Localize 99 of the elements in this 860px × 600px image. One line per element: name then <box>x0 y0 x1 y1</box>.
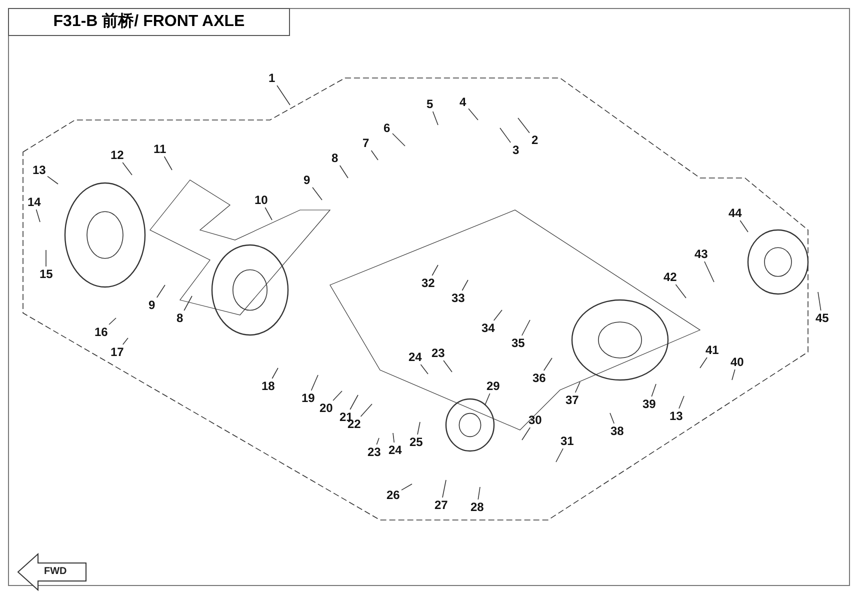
callout-number: 11 <box>152 142 168 156</box>
diagram-title: F31-B 前桥/ FRONT AXLE <box>8 8 290 36</box>
callout-number: 4 <box>458 96 468 108</box>
callout-number: 3 <box>512 144 520 156</box>
callout-number: 8 <box>330 152 340 164</box>
leader-line <box>276 85 290 106</box>
leader-line <box>675 284 686 298</box>
leader-line <box>818 292 822 311</box>
callout-number: 23 <box>366 446 382 458</box>
leader-line <box>339 165 348 178</box>
leader-line <box>156 284 166 298</box>
leader-line <box>522 427 531 440</box>
callout-number: 20 <box>318 402 334 414</box>
leader-line <box>442 480 446 498</box>
callout-number: 42 <box>662 270 678 284</box>
callout-number: 36 <box>532 372 547 384</box>
callout-number: 34 <box>480 322 496 334</box>
callout-number: 37 <box>564 394 580 406</box>
leader-line <box>556 448 564 462</box>
callout-number: 31 <box>560 434 575 448</box>
callout-number: 14 <box>26 196 42 208</box>
callout-number: 41 <box>704 344 720 356</box>
leader-line <box>108 318 116 325</box>
leader-line <box>376 438 380 445</box>
callout-number: 30 <box>528 414 543 426</box>
leader-line <box>432 111 438 126</box>
leader-line <box>678 396 684 409</box>
callout-number: 24 <box>388 444 403 456</box>
leader-line <box>468 108 478 120</box>
leader-line <box>478 486 480 500</box>
callout-number: 12 <box>110 148 125 162</box>
callout-number: 45 <box>814 312 830 324</box>
leader-line <box>420 364 428 374</box>
callout-number: 38 <box>610 424 625 438</box>
callout-number: 7 <box>362 136 370 150</box>
leader-line <box>392 432 395 443</box>
leader-line <box>432 264 438 276</box>
leader-line <box>522 320 530 336</box>
leader-line <box>500 128 511 143</box>
callout-number: 5 <box>426 98 434 110</box>
leader-line <box>543 358 552 371</box>
leader-line <box>732 369 736 380</box>
leader-line <box>122 162 132 176</box>
leader-line <box>370 150 378 160</box>
callout-number: 9 <box>148 298 156 312</box>
leader-line <box>264 207 272 220</box>
callout-number: 2 <box>530 134 540 146</box>
leader-line <box>740 220 748 232</box>
callout-number: 33 <box>450 292 466 304</box>
leader-line <box>164 156 172 170</box>
callout-number: 40 <box>730 356 745 368</box>
callout-number: 13 <box>668 410 684 422</box>
leader-line <box>310 374 318 391</box>
leader-line <box>417 422 420 435</box>
leader-line <box>122 338 128 345</box>
callout-number: 39 <box>642 398 657 410</box>
callout-number: 13 <box>32 164 47 176</box>
leader-line <box>518 118 530 134</box>
direction-label: FWD <box>44 566 67 577</box>
callout-number: 25 <box>408 436 424 448</box>
leader-line <box>700 357 708 368</box>
leader-line <box>401 484 412 490</box>
leader-line <box>443 360 452 372</box>
callout-number: 17 <box>110 346 125 358</box>
leader-line <box>484 393 490 406</box>
callout-number: 19 <box>300 392 316 404</box>
leader-line <box>312 186 322 200</box>
callout-number: 23 <box>430 346 446 360</box>
callout-number: 1 <box>268 72 276 84</box>
callout-number: 10 <box>254 194 269 206</box>
callout-number: 18 <box>260 380 276 392</box>
leader-line <box>462 280 468 291</box>
leader-line <box>36 209 40 222</box>
callout-number: 15 <box>38 268 54 280</box>
leader-line <box>332 390 342 401</box>
leader-line <box>704 261 714 282</box>
leader-line <box>47 176 58 184</box>
callout-number: 24 <box>408 350 423 364</box>
callout-number: 6 <box>382 122 392 134</box>
leader-line <box>651 384 656 397</box>
callout-number: 26 <box>386 488 401 502</box>
leader-line <box>184 296 192 311</box>
callout-number: 44 <box>728 206 743 220</box>
callout-number: 16 <box>94 326 109 338</box>
leader-line <box>360 404 372 417</box>
callout-number: 9 <box>302 174 312 186</box>
leader-line <box>574 382 580 393</box>
callout-number: 32 <box>420 276 436 290</box>
callout-number: 8 <box>176 312 184 324</box>
leader-line <box>493 310 502 321</box>
callout-number: 27 <box>434 498 449 512</box>
leader-line <box>610 412 614 424</box>
leader-line <box>272 368 278 379</box>
leader-line <box>392 133 406 146</box>
callout-number: 28 <box>470 500 485 514</box>
callout-number: 29 <box>486 380 501 392</box>
leader-line <box>350 394 358 410</box>
callout-number: 43 <box>694 248 709 260</box>
callout-number: 35 <box>510 336 526 350</box>
